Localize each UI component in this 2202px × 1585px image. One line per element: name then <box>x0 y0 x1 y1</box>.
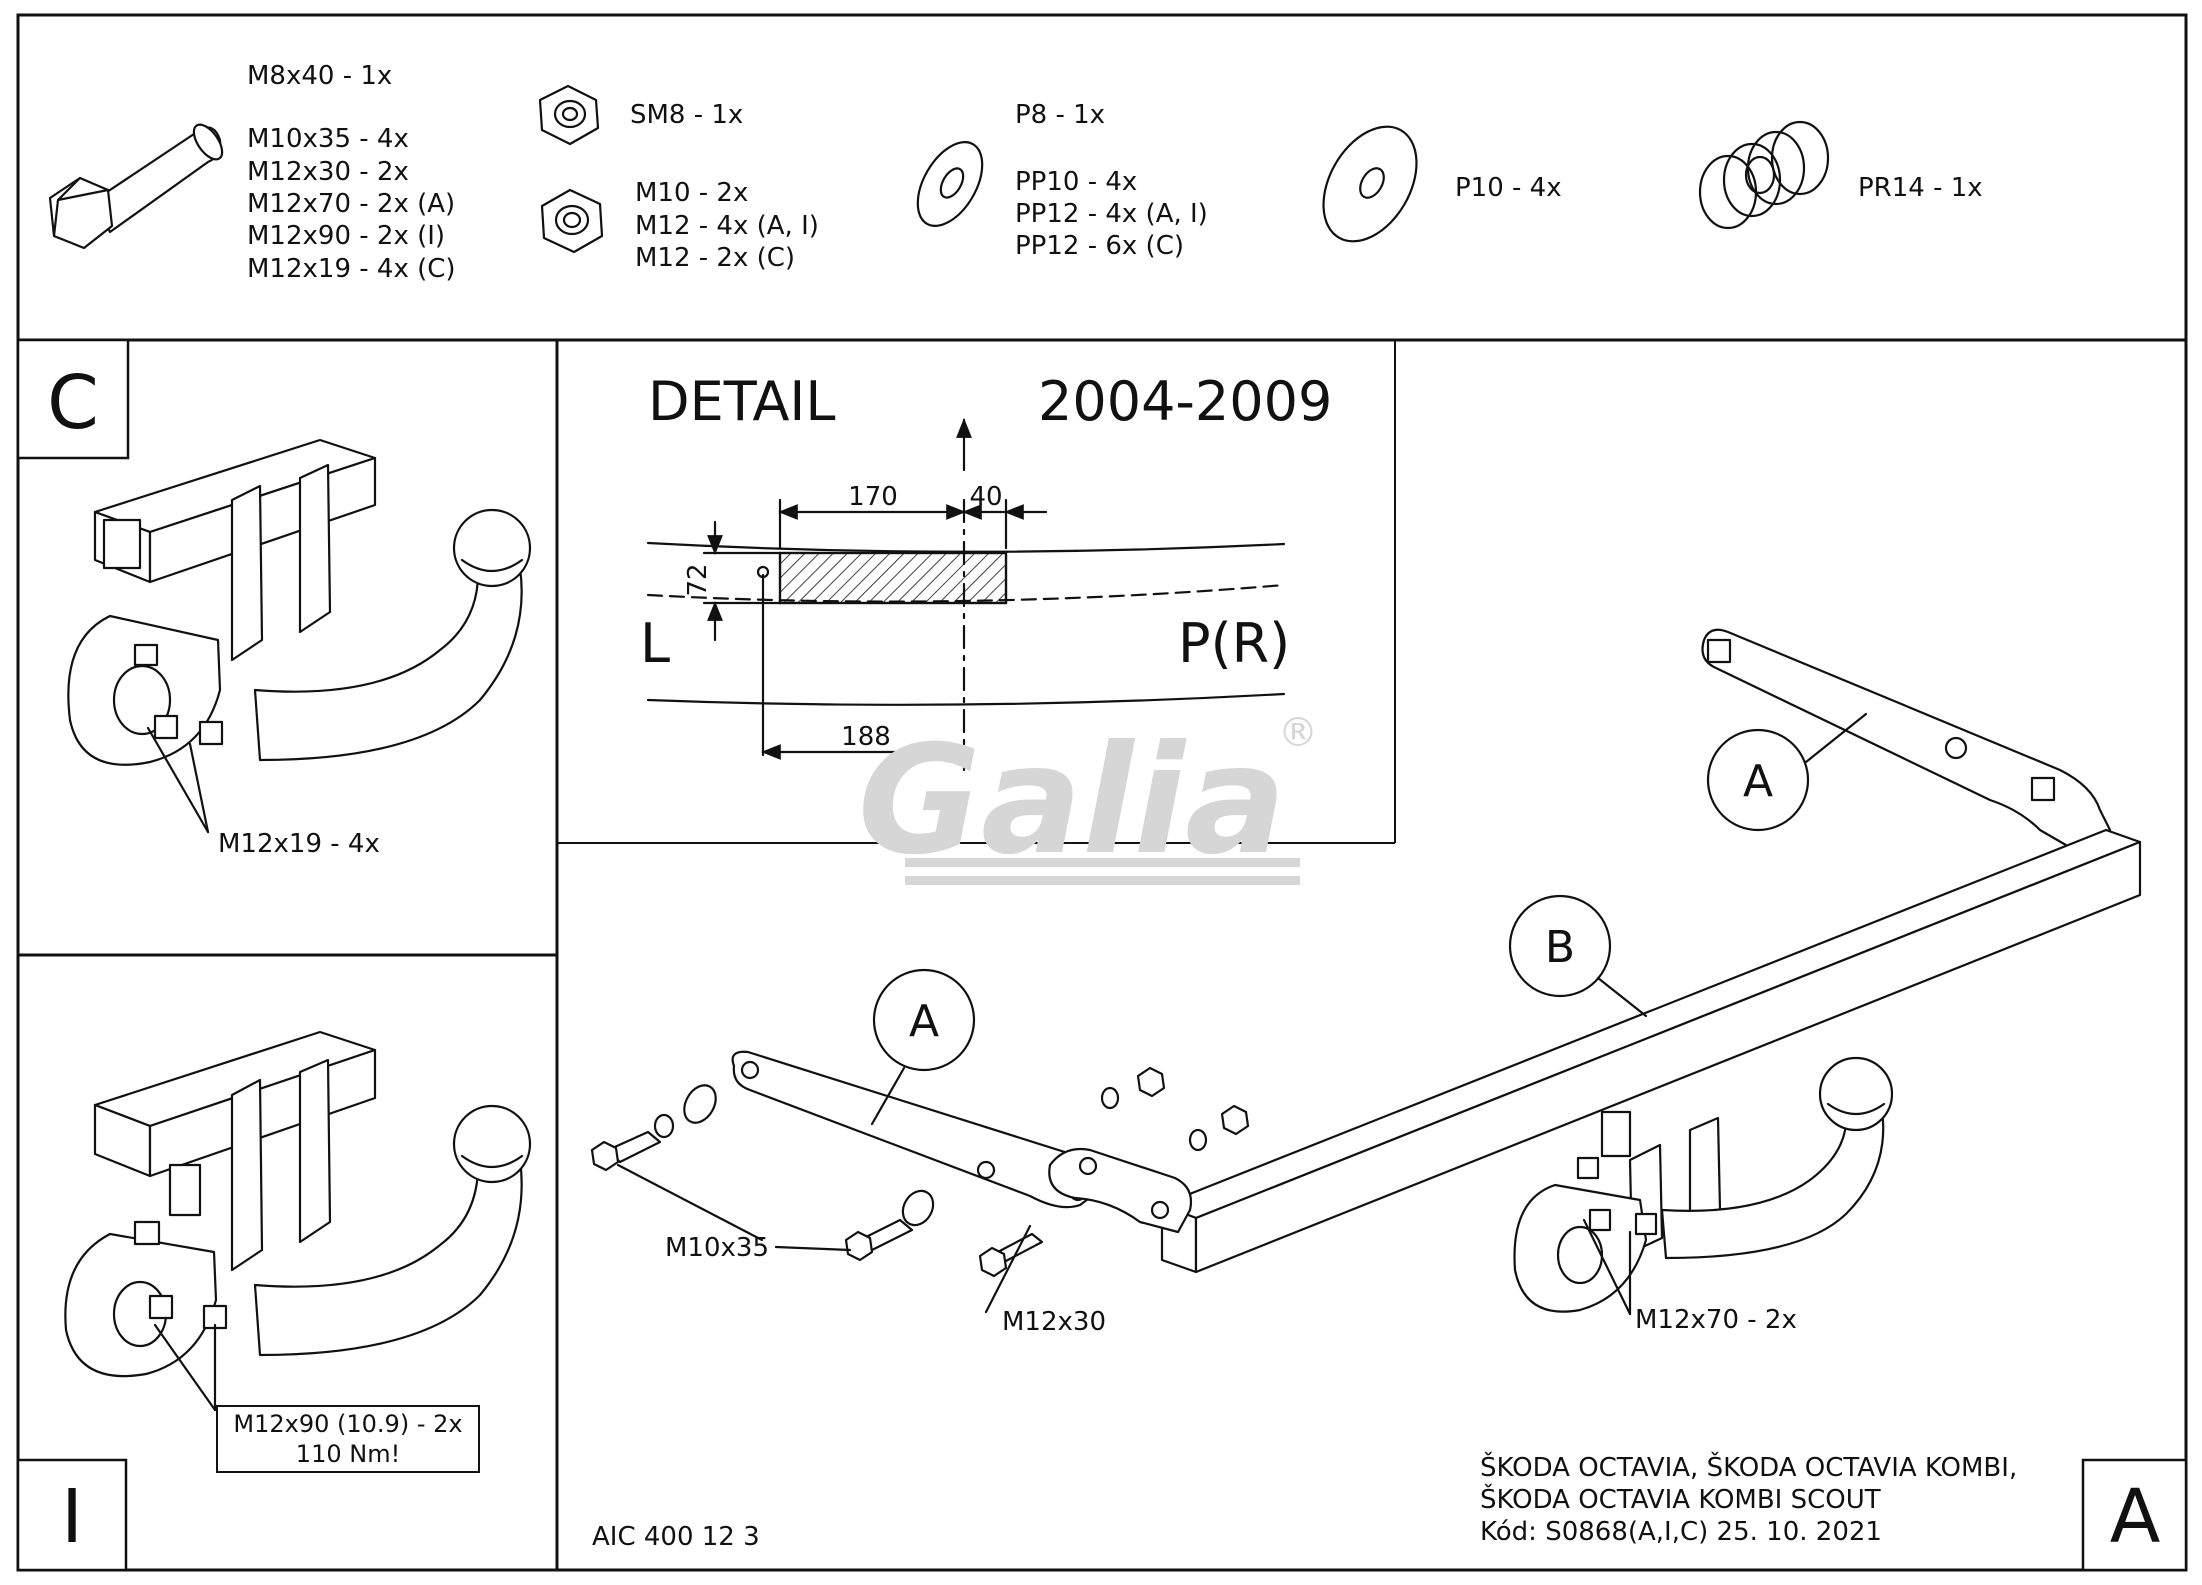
torque-note-bolt: M12x90 (10.9) - 2x <box>233 1410 462 1438</box>
code-and-date: Kód: S0868(A,I,C) 25. 10. 2021 <box>1480 1517 1882 1547</box>
callout-leader <box>146 726 210 834</box>
loose-fasteners <box>590 1066 1250 1278</box>
washer-pp-label: PP10 - 4x <box>1015 167 1137 197</box>
callout-m12x30: M12x30 <box>1002 1307 1106 1337</box>
label-a-right: A <box>1743 756 1773 807</box>
side-right-label: P(R) <box>1178 612 1290 675</box>
dimension-188: 188 <box>841 722 891 752</box>
label-b-circle <box>1508 894 1648 1018</box>
callout-leader <box>188 742 210 834</box>
variant-i-letter: I <box>61 1474 83 1560</box>
galia-logo: Galia ® <box>858 710 1318 888</box>
nut-label: M12 - 4x (A, I) <box>635 211 819 241</box>
label-a-left: A <box>909 996 939 1047</box>
towbar-variant-i-drawing <box>64 1030 532 1378</box>
washer-p10-label: P10 - 4x <box>1455 173 1562 203</box>
bolt-label: M10x35 - 4x <box>247 124 409 154</box>
label-b: B <box>1545 922 1575 973</box>
logo-registered-mark: ® <box>1278 710 1318 756</box>
side-bracket-a-left <box>731 1050 1105 1209</box>
washer-pp-label: PP12 - 4x (A, I) <box>1015 199 1208 229</box>
bolt-label: M12x90 - 2x (I) <box>247 221 445 251</box>
vehicle-line-1: ŠKODA OCTAVIA, ŠKODA OCTAVIA KOMBI, <box>1480 1451 2017 1483</box>
callout-m12x70: M12x70 - 2x <box>1635 1305 1797 1335</box>
callout-m10x35: M10x35 <box>665 1233 769 1263</box>
label-a-circle-right <box>1706 712 1868 832</box>
locknut-icon <box>538 84 600 146</box>
dimension-40: 40 <box>969 482 1002 512</box>
dimension-lines <box>702 498 1048 760</box>
vehicle-line-2: ŠKODA OCTAVIA KOMBI SCOUT <box>1480 1483 1881 1515</box>
variant-a-box <box>2081 1458 2188 1572</box>
mounting-zone-hatch <box>778 551 1008 605</box>
spring-washer-icon <box>1698 120 1830 230</box>
towbar-variant-c-drawing <box>67 438 532 766</box>
callout-leader <box>153 1323 217 1412</box>
part-number: AIC 400 12 3 <box>592 1522 760 1552</box>
nut-label: M10 - 2x <box>635 178 748 208</box>
washer-icon <box>916 140 984 228</box>
washer-pp-label: PP12 - 6x (C) <box>1015 231 1184 261</box>
bolt-label: M12x30 - 2x <box>247 157 409 187</box>
callout-leader <box>616 1163 1632 1316</box>
dimension-72: 72 <box>683 563 713 596</box>
variant-c-callout: M12x19 - 4x <box>218 829 380 859</box>
drawing-frame <box>16 13 2188 1572</box>
spring-washer-label: PR14 - 1x <box>1858 173 1983 203</box>
side-left-label: L <box>640 612 670 675</box>
bolt-label: M12x19 - 4x (C) <box>247 254 456 284</box>
torque-note-value: 110 Nm! <box>296 1440 400 1468</box>
variant-i-box <box>16 1458 128 1572</box>
variant-c-box <box>16 338 130 460</box>
bolt-first-label: M8x40 - 1x <box>247 61 392 91</box>
nut-icon <box>540 188 604 254</box>
crossbar-b <box>1048 828 2142 1274</box>
nut-label: M12 - 2x (C) <box>635 243 795 273</box>
torque-note-box <box>216 1405 480 1473</box>
dimension-170: 170 <box>848 482 898 512</box>
variant-c-letter: C <box>47 360 99 446</box>
detail-years: 2004-2009 <box>1038 370 1332 433</box>
label-a-circle-left <box>870 968 976 1126</box>
hex-bolt-icon <box>48 123 224 250</box>
variant-a-letter: A <box>2110 1474 2161 1560</box>
large-washer-icon <box>1322 125 1418 243</box>
detail-title: DETAIL <box>648 370 835 433</box>
bolt-label: M12x70 - 2x (A) <box>247 189 455 219</box>
locknut-label: SM8 - 1x <box>630 100 743 130</box>
main-towbar-hook <box>1513 1056 1894 1313</box>
washer-p8-label: P8 - 1x <box>1015 100 1105 130</box>
